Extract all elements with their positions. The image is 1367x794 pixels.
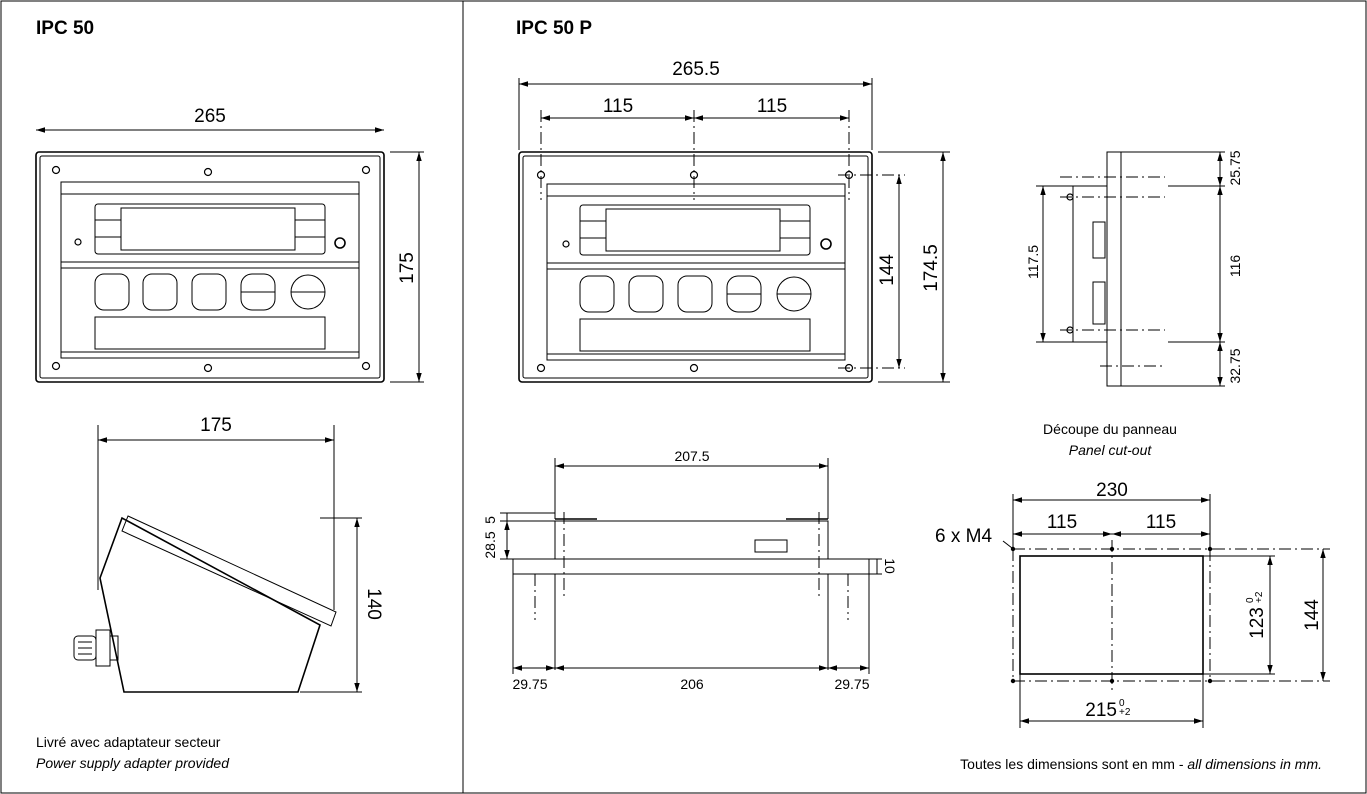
dim-cutout-inner-width-tol-top: 0 [1119,698,1125,709]
cutout-heading-fr: Découpe du panneau [1043,421,1177,437]
dim-top-thickness: 10 [882,558,898,574]
dim-front-width: 265 [194,106,226,127]
dim-top-middle: 206 [680,676,704,692]
dim-cutout-inner-width: 215 0 +2 [1085,698,1131,721]
dim-side-height: 140 [363,588,384,620]
dim-p-spacing-left: 115 [603,96,633,117]
footer-note: Toutes les dimensions sont en mm - all d… [960,756,1322,772]
panel-cutout-view [1010,540,1330,690]
dim-top-right-margin: 29.75 [834,676,869,692]
right-panel-title: IPC 50 P [516,18,592,39]
dim-p-spacing-right: 115 [757,96,787,117]
dim-p-overall-width: 265.5 [672,59,720,80]
dim-top-depth: 28.5 [482,531,498,558]
dim-cutout-inner-height-value: 123 [1247,607,1268,639]
dim-side-p-height: 117.5 [1025,245,1041,279]
dim-front-height: 175 [397,252,418,284]
dim-cutout-inner-width-value: 215 [1085,700,1117,721]
ipc50p-front-view [518,110,905,383]
dim-top-left-margin: 29.75 [512,676,547,692]
ipc50p-side-view [1060,151,1165,387]
dim-cutout-inner-height-tol-bottom: +2 [1254,591,1265,603]
ipc50-front-view [35,151,385,383]
dim-p-outer-height: 174.5 [921,244,942,292]
dim-cutout-inner-height: 123 0 +2 [1245,591,1268,639]
footer-italic: all dimensions in mm. [1187,756,1322,772]
cutout-screws-label: 6 x M4 [935,526,992,547]
dim-cutout-inner-width-tol-bottom: +2 [1119,707,1131,718]
dim-top-flange: 5 [482,516,498,524]
dim-side-p-top: 25.75 [1227,150,1243,185]
dim-side-p-bottom: 32.75 [1227,348,1243,383]
dim-cutout-spacing-left: 115 [1047,512,1077,533]
ipc50p-top-view [512,512,870,670]
dim-top-overall: 207.5 [674,448,709,464]
dim-side-p-middle: 116 [1227,255,1243,278]
ipc50-side-view [73,515,337,693]
dim-cutout-outer-height: 144 [1302,599,1323,631]
dim-cutout-overall-width: 230 [1096,480,1128,501]
dim-cutout-inner-height-tol-top: 0 [1245,597,1256,603]
left-panel-title: IPC 50 [36,18,94,39]
note-french: Livré avec adaptateur secteur [36,734,221,750]
dim-cutout-spacing-right: 115 [1146,512,1176,533]
dim-side-width: 175 [200,415,232,436]
cutout-heading-en: Panel cut-out [1069,442,1153,458]
note-english: Power supply adapter provided [36,755,230,771]
dim-p-inner-height: 144 [877,254,898,286]
footer-plain: Toutes les dimensions sont en mm - [960,756,1187,772]
